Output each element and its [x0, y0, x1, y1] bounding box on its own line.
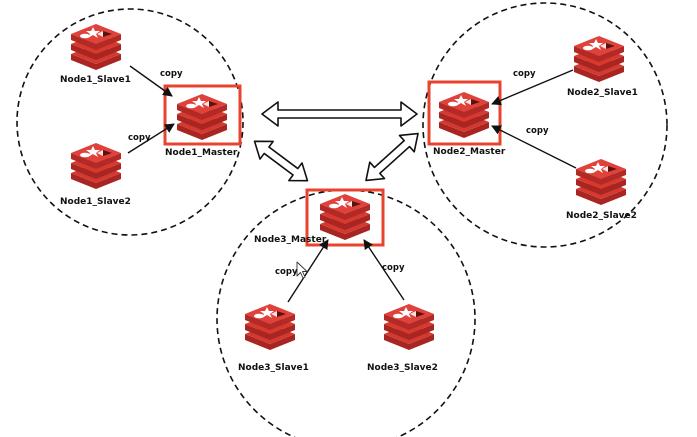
node3-slave2-label: Node3_Slave2	[367, 363, 438, 373]
node3-master-label: Node3_Master	[254, 235, 327, 245]
master-link-node1-node3	[253, 140, 309, 182]
redis-icon	[574, 36, 624, 82]
node2-master-label: Node2_Master	[433, 147, 506, 157]
redis-icon	[245, 304, 295, 350]
node1-slave1-label: Node1_Slave1	[60, 75, 131, 85]
cluster-node3-boundary	[216, 189, 476, 437]
cluster-node2-boundary	[422, 2, 668, 248]
mouse-cursor-icon	[296, 261, 308, 279]
redis-icon	[439, 92, 489, 138]
redis-icon	[320, 194, 370, 240]
node1-master-label: Node1_Master	[165, 148, 238, 158]
node1-master-highlight	[163, 84, 242, 146]
replication-arrow-node2-slave1	[491, 69, 574, 106]
master-link-node1-node2	[261, 101, 418, 127]
master-link-node2-node3	[365, 132, 419, 182]
redis-icon	[71, 24, 121, 70]
redis-icon	[384, 304, 434, 350]
node2-master-highlight	[427, 80, 502, 146]
redis-icon	[576, 159, 626, 205]
node3-master-highlight	[305, 188, 385, 247]
copy-label-node1-slave1: copy	[160, 69, 183, 79]
replication-arrow-node3-slave2	[363, 239, 405, 301]
node2-slave1-label: Node2_Slave1	[567, 88, 638, 98]
cluster-node1-boundary	[16, 8, 244, 236]
node1-slave2-label: Node1_Slave2	[60, 197, 131, 207]
replication-arrow-node2-slave2	[491, 125, 577, 169]
replication-arrow-node1-slave2	[127, 123, 175, 154]
copy-label-node1-slave2: copy	[128, 133, 151, 143]
node2-slave2-label: Node2_Slave2	[566, 211, 637, 221]
copy-label-node3-slave1: copy	[275, 267, 298, 277]
node3-slave1-label: Node3_Slave1	[238, 363, 309, 373]
replication-arrow-node1-slave1	[129, 65, 173, 97]
replication-arrow-node3-slave1	[287, 239, 329, 303]
copy-label-node2-slave1: copy	[513, 69, 536, 79]
copy-label-node3-slave2: copy	[382, 263, 405, 273]
copy-label-node2-slave2: copy	[526, 126, 549, 136]
redis-icon	[71, 143, 121, 189]
redis-icon	[177, 94, 227, 140]
